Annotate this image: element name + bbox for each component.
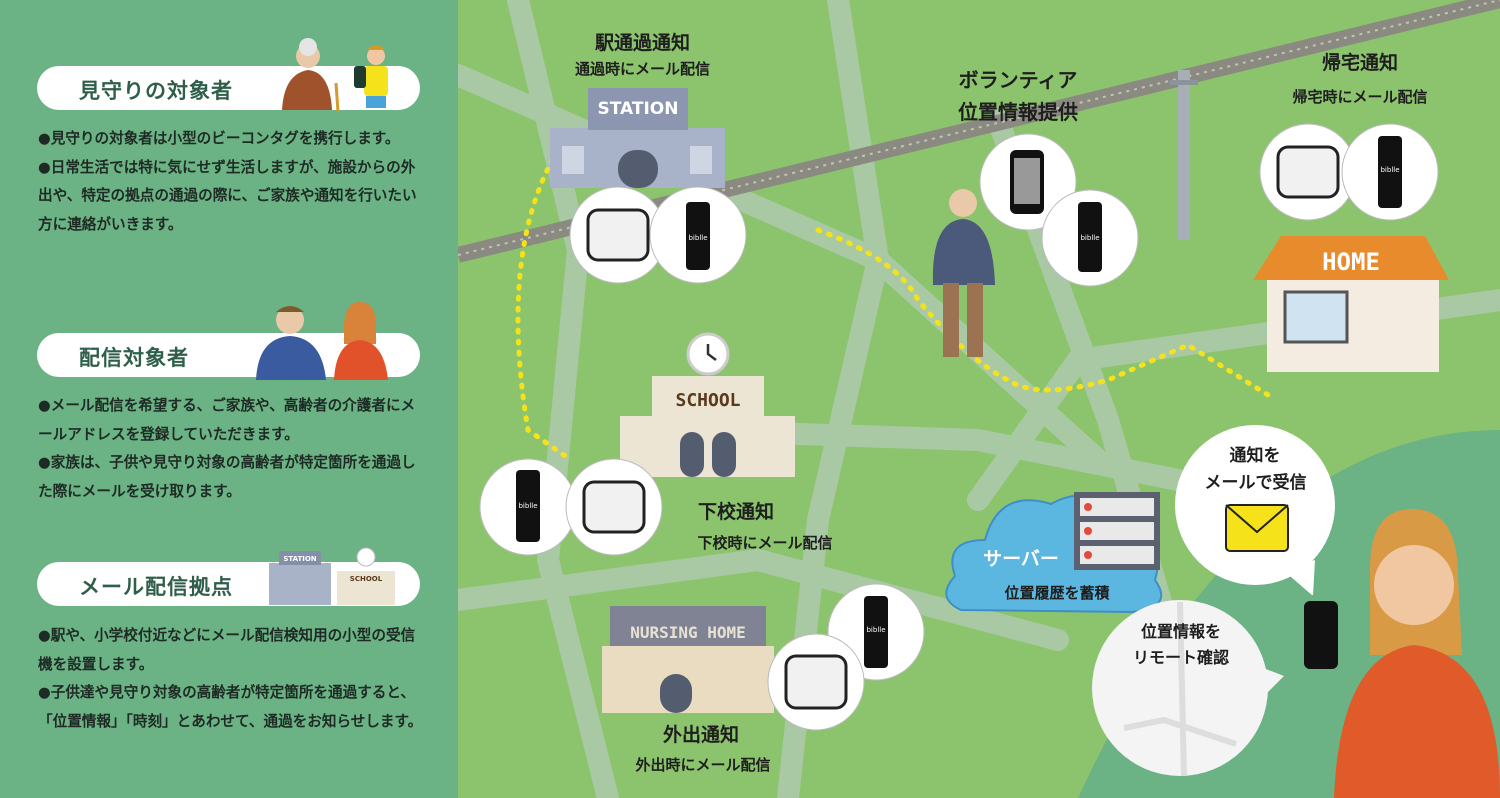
nursing-title: 外出通知 [662,724,739,746]
server-subtitle: 位置履歴を蓄積 [1004,584,1110,602]
svg-text:SCHOOL: SCHOOL [675,390,740,411]
home-devices: biblle [1259,123,1439,221]
school-title: 下校通知 [697,501,774,523]
volunteer-title-1: ボランティア [958,68,1078,92]
nursing-subtitle: 外出時にメール配信 [635,756,771,774]
svg-text:biblle: biblle [866,626,885,634]
station-devices: biblle [569,186,747,284]
svg-text:NURSING HOME: NURSING HOME [630,623,746,642]
map-bubble-line1: 位置情報を [1140,622,1221,641]
svg-text:biblle: biblle [688,234,707,242]
home-subtitle: 帰宅時にメール配信 [1292,88,1428,106]
map-area: STATION 駅通過通知 通過時にメール配信 biblle ボランティア 位置… [458,0,1500,798]
map-bubble-line2: リモート確認 [1132,648,1229,667]
family-members-icon [256,302,388,380]
section-body-bases: ●駅や、小学校付近などにメール配信検知用の小型の受信機を設置します。 ●子供達や… [38,627,423,730]
nursing-devices: biblle [767,583,925,731]
home-title: 帰宅通知 [1321,52,1398,74]
svg-text:biblle: biblle [1380,166,1399,174]
svg-text:SCHOOL: SCHOOL [350,575,383,583]
svg-text:HOME: HOME [1322,248,1380,276]
woman-with-phone [1304,509,1500,798]
svg-text:STATION: STATION [598,99,679,119]
volunteer-devices: biblle [979,133,1139,287]
elderly-and-child-icon [282,38,388,113]
svg-text:STATION: STATION [283,555,316,563]
school-subtitle: 下校時にメール配信 [697,534,833,552]
svg-text:biblle: biblle [518,502,537,510]
volunteer-title-2: 位置情報提供 [958,100,1078,124]
nursing-home-building: NURSING HOME [602,606,774,713]
section-body-watched: ●見守りの対象者は小型のビーコンタグを携行します。 ●日常生活では特に気にせず生… [38,130,417,233]
station-school-mini-icon: STATION SCHOOL [269,547,395,605]
envelope-icon [1225,504,1289,552]
section-body-recipients: ●メール配信を希望する、ご家族や、高齢者の介護者にメールアドレスを登録していただ… [38,397,416,500]
svg-text:biblle: biblle [1080,234,1099,242]
server-title: サーバー [983,548,1059,570]
server-rack-icon [1074,492,1160,570]
station-building: STATION [550,88,725,188]
left-info-panel: 見守りの対象者 ●見守りの対象者は小型のビーコンタグを携行します。 ●日常生活で… [0,0,458,798]
map-bubble [1092,600,1284,777]
station-subtitle: 通過時にメール配信 [574,60,710,78]
school-building: SCHOOL [620,332,795,477]
mail-bubble-line1: 通知を [1229,446,1281,466]
home-building: HOME [1253,236,1449,372]
station-title: 駅通過通知 [594,32,690,54]
mail-bubble-line2: メールで受信 [1204,473,1307,493]
volunteer-person [932,189,995,357]
school-devices: biblle [479,458,663,556]
